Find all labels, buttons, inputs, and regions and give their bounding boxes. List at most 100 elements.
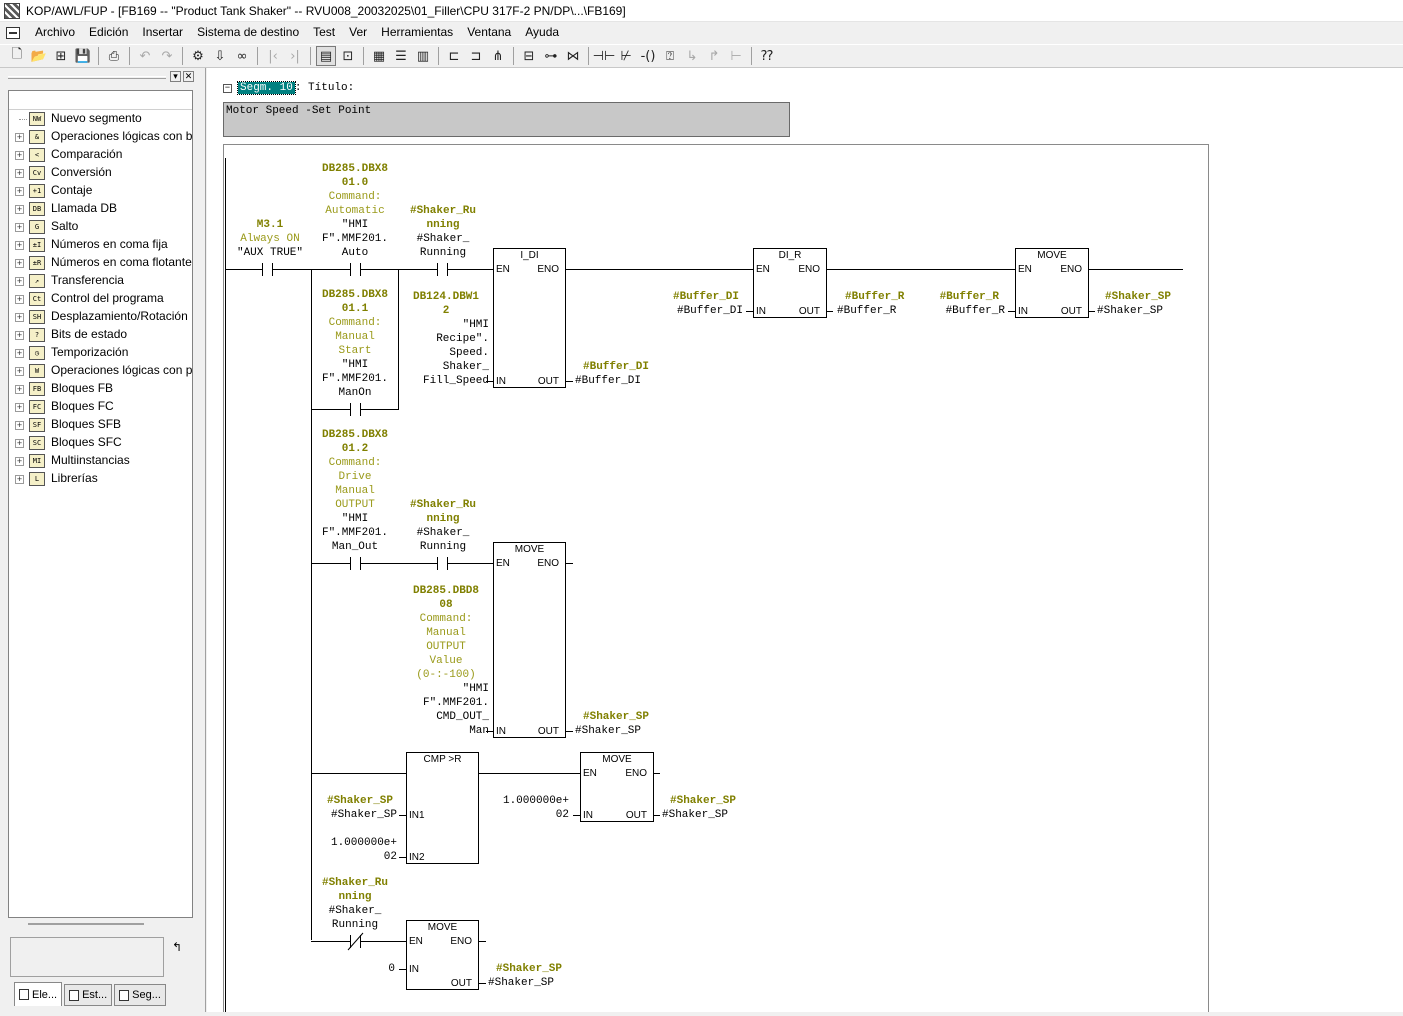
expand-icon[interactable]: + — [15, 222, 24, 232]
print-icon[interactable]: ⎙ — [108, 48, 120, 64]
move-2-out-operand[interactable]: #Shaker_SP #Shaker_SP — [575, 711, 650, 737]
pane-splitter[interactable] — [198, 68, 206, 1012]
tab-segmentos[interactable]: Seg... — [114, 984, 166, 1006]
branch-arrow-icon[interactable]: ↳ — [686, 48, 698, 64]
cmp-in1-operand[interactable]: #Shaker_SP #Shaker_SP — [326, 795, 397, 821]
i-di-out-operand[interactable]: #Buffer_DI #Buffer_DI — [575, 361, 650, 387]
menu-ventana[interactable]: Ventana — [467, 25, 512, 39]
contact-auto[interactable]: DB285.DBX8 01.0 Command: Automatic "HMI … — [321, 163, 388, 259]
move-3-out-operand[interactable]: #Shaker_SP #Shaker_SP — [662, 795, 737, 821]
contact-no-icon[interactable]: ⊣⊢ — [592, 48, 616, 64]
menu-ver[interactable]: Ver — [349, 25, 368, 39]
box-empty-icon[interactable]: ⍰ — [666, 48, 674, 64]
stop-icon[interactable]: |‹ — [268, 48, 278, 64]
view-kop-icon[interactable]: ▤ — [316, 46, 336, 66]
download-icon[interactable]: ⇩ — [214, 48, 226, 64]
tree-item[interactable]: +◷Temporización — [9, 344, 192, 362]
move-4-in-operand[interactable]: 0 — [388, 963, 395, 975]
di-r-out-operand[interactable]: #Buffer_R #Buffer_R — [837, 291, 905, 317]
pane-close-button[interactable]: ✕ — [183, 71, 194, 82]
overview-icon[interactable]: ▦ — [372, 48, 386, 64]
expand-icon[interactable]: + — [15, 258, 24, 268]
segment-comment[interactable]: Motor Speed -Set Point — [223, 102, 790, 137]
box-i-di[interactable]: I_DI EN ENO IN OUT — [493, 248, 566, 388]
box-move-3[interactable]: MOVE EN ENO IN OUT — [580, 752, 654, 822]
menu-sistema-destino[interactable]: Sistema de destino — [197, 25, 300, 39]
menu-test[interactable]: Test — [313, 25, 336, 39]
expand-icon[interactable]: + — [15, 312, 24, 322]
box-move-4[interactable]: MOVE EN ENO IN OUT — [406, 920, 479, 990]
expand-icon[interactable]: + — [15, 402, 24, 412]
contact-manout[interactable]: DB285.DBX8 01.2 Command: Drive Manual OU… — [321, 429, 388, 553]
expand-icon[interactable]: + — [15, 348, 24, 358]
menu-insertar[interactable]: Insertar — [142, 25, 184, 39]
box-cmp-gt-r[interactable]: CMP >R IN1 IN2 — [406, 752, 479, 864]
contact-shaker-running-1[interactable]: #Shaker_Ru nning #Shaker_ Running — [409, 205, 476, 259]
network-icon[interactable]: ⊞ — [55, 48, 67, 64]
segment-collapse-icon[interactable]: − — [223, 82, 232, 93]
expand-icon[interactable]: + — [15, 474, 24, 484]
jump-icon[interactable]: ⋈ — [566, 48, 580, 64]
contact-shaker-running-nc[interactable]: #Shaker_Ru nning #Shaker_ Running — [321, 877, 388, 931]
menu-herramientas[interactable]: Herramientas — [381, 25, 454, 39]
expand-icon[interactable]: + — [15, 330, 24, 340]
coil-out-icon[interactable]: -() — [640, 48, 656, 64]
box-di-r[interactable]: DI_R EN ENO IN OUT — [753, 248, 827, 318]
pane-menu-button[interactable]: ▾ — [170, 71, 181, 82]
expand-icon[interactable]: + — [15, 150, 24, 160]
i-di-in-operand[interactable]: DB124.DBW1 2 "HMI Recipe". Speed. Shaker… — [412, 291, 489, 387]
open-icon[interactable]: 📂 — [30, 48, 48, 64]
move-4-out-operand[interactable]: #Shaker_SP #Shaker_SP — [488, 963, 563, 989]
redo-icon[interactable]: ↷ — [161, 48, 173, 64]
contact-m31[interactable]: M3.1 Always ON "AUX TRUE" — [236, 219, 303, 259]
menu-edicion[interactable]: Edición — [89, 25, 129, 39]
tab-estructura[interactable]: Est... — [64, 984, 113, 1006]
expand-icon[interactable]: + — [15, 186, 24, 196]
cmp-in2-operand[interactable]: 1.000000e+ 02 — [330, 837, 397, 863]
tree-hscroll[interactable] — [8, 918, 193, 934]
columns-icon[interactable]: ▥ — [416, 48, 430, 64]
tree-item[interactable]: +<Comparación — [9, 146, 192, 164]
tree-item[interactable]: +&Operaciones lógicas con bits — [9, 128, 192, 146]
di-r-in-operand[interactable]: #Buffer_DI #Buffer_DI — [672, 291, 743, 317]
branch-open-icon[interactable]: ⊏ — [448, 48, 460, 64]
new-icon[interactable]: 🗋 — [11, 47, 23, 62]
tree-item[interactable]: +↗Transferencia — [9, 272, 192, 290]
ladder-editor[interactable]: − Segm. 10 : Título: Motor Speed -Set Po… — [207, 68, 1403, 1012]
move-1-in-operand[interactable]: #Buffer_R #Buffer_R — [939, 291, 1005, 317]
expand-icon[interactable]: + — [15, 456, 24, 466]
expand-icon[interactable]: + — [15, 168, 24, 178]
move-1-out-operand[interactable]: #Shaker_SP #Shaker_SP — [1097, 291, 1172, 317]
box-move-2[interactable]: MOVE EN ENO IN OUT — [493, 542, 566, 738]
connect-icon[interactable]: ⋔ — [492, 48, 504, 64]
monitor-icon[interactable]: ⚙ — [192, 48, 204, 64]
contact-nc-icon[interactable]: ⊬ — [620, 48, 632, 64]
segment-icon[interactable]: ☰ — [395, 48, 407, 64]
coil-icon[interactable]: ⊶ — [544, 48, 558, 64]
expand-icon[interactable]: + — [15, 294, 24, 304]
undo-icon[interactable]: ↶ — [139, 48, 151, 64]
contact-shaker-running-2[interactable]: #Shaker_Ru nning #Shaker_ Running — [409, 499, 476, 553]
expand-icon[interactable]: + — [15, 276, 24, 286]
expand-icon[interactable]: + — [15, 204, 24, 214]
expand-icon[interactable]: + — [15, 366, 24, 376]
tab-elementos[interactable]: Ele... — [14, 982, 63, 1006]
branch-close-icon[interactable]: ⊐ — [470, 48, 482, 64]
segment-title-label[interactable]: : Título: — [294, 82, 355, 94]
move-2-in-operand[interactable]: DB285.DBD8 08 Command: Manual OUTPUT Val… — [412, 585, 489, 737]
